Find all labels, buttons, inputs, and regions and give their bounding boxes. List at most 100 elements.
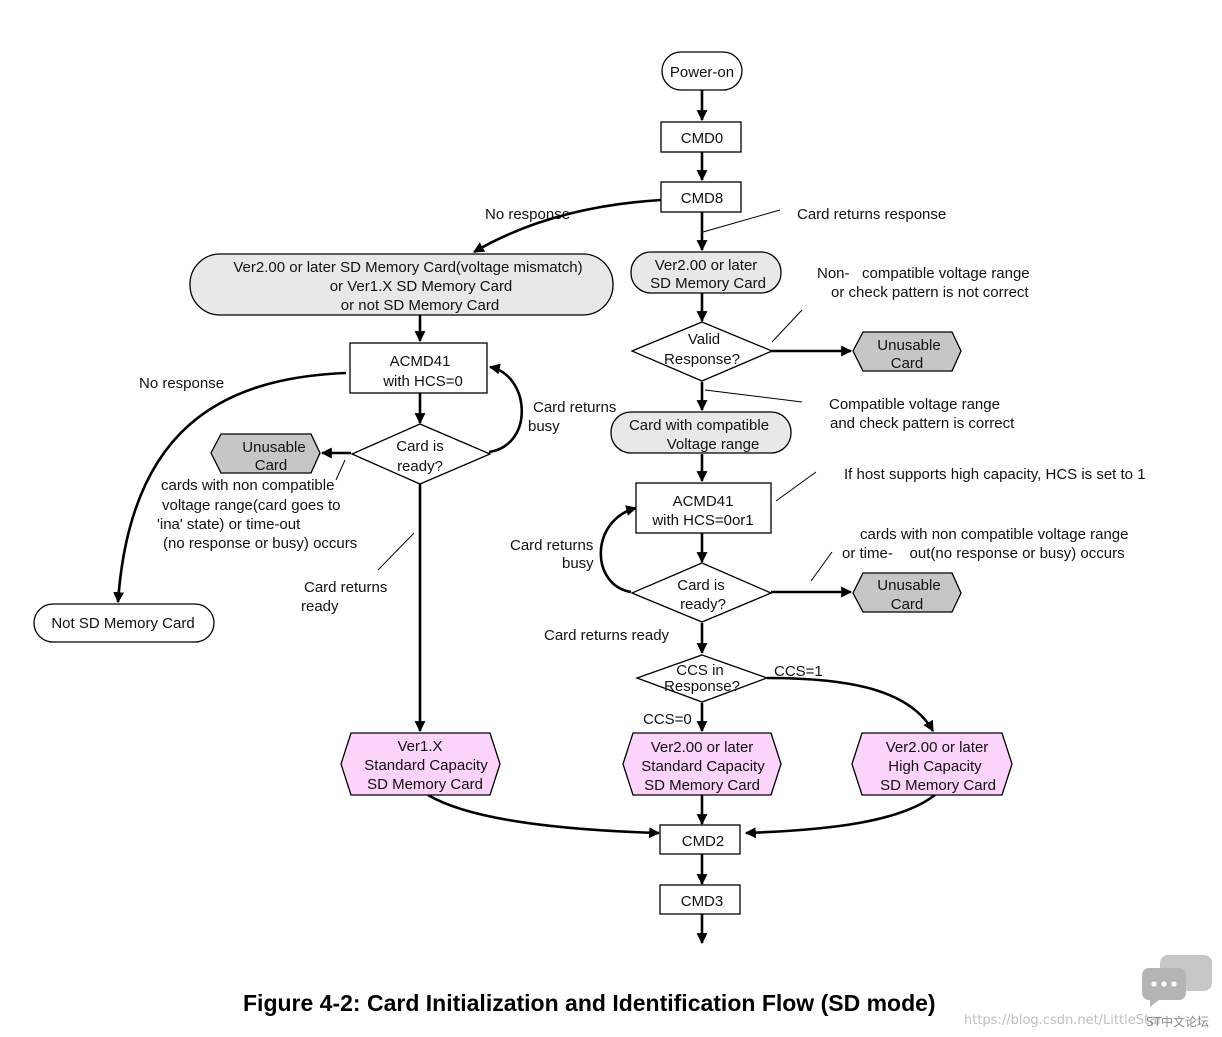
ver2std-line-2: Standard Capacity [641,758,765,775]
mismatch-line-3: or not SD Memory Card [341,297,499,314]
label-ccs0: CCS=0 [643,711,692,728]
ver2-card-line-2: SD Memory Card [650,275,766,292]
node-power-on: Power-on [661,51,743,91]
label-noncompat-left-4: (no response or busy) occurs [163,535,357,552]
not-sd-label: Not SD Memory Card [51,615,194,632]
ccs-line-2: Response? [664,678,740,695]
label-ready-left-1: Card returns [304,579,387,596]
unusable-2-line-2: Card [255,457,288,474]
node-card-ready-left: Card is ready? [350,423,492,485]
acmd41-hcs0-line-2: with HCS=0 [382,373,463,390]
ver1x-line-1: Ver1.X [397,738,442,755]
label-no-response-cmd8: No response [485,206,570,223]
node-unusable-3: Unusable Card [852,572,962,613]
ver2high-line-3: SD Memory Card [880,777,996,794]
arrow-ccs1 [766,676,935,732]
cmd3-label: CMD3 [681,893,724,910]
arrow-ver2high-cmd2 [744,793,936,839]
node-ver2-std: Ver2.00 or later Standard Capacity SD Me… [622,732,782,796]
ready-right-line-1: Card is [677,577,725,594]
node-cmd3: CMD3 [659,884,741,915]
watermark-url: https://blog.csdn.net/LittleStar [964,1013,1163,1028]
label-noncompat-left-1: cards with non compatible [161,477,334,494]
acmd41-hcs01-line-1: ACMD41 [673,493,734,510]
leader-ready-left [377,532,415,571]
acmd41-hcs01-line-2: with HCS=0or1 [651,512,753,529]
arrow-busy-loop-left [488,363,523,454]
node-card-ready-right: Card is ready? [630,562,773,623]
label-non-compatible-2: or check pattern is not correct [831,284,1029,301]
node-unusable-2: Unusable Card [210,433,321,474]
acmd41-hcs0-line-1: ACMD41 [390,353,451,370]
unusable-1-line-1: Unusable [877,337,940,354]
node-not-sd: Not SD Memory Card [33,603,215,643]
node-cmd2: CMD2 [659,824,741,855]
flow-connectors [113,90,936,945]
mismatch-line-1: Ver2.00 or later SD Memory Card(voltage … [233,259,582,276]
label-noncompat-right-2: or time- out(no response or busy) occurs [842,545,1125,562]
ver2high-line-2: High Capacity [888,758,982,775]
callout-leaders [335,209,833,582]
ver2std-line-3: SD Memory Card [644,777,760,794]
unusable-1-line-2: Card [891,355,924,372]
label-hcs-note: If host supports high capacity, HCS is s… [844,466,1146,483]
node-ver1x-std: Ver1.X Standard Capacity SD Memory Card [340,732,501,796]
cmd2-label: CMD2 [682,833,725,850]
leader-card-returns-response [702,209,781,233]
node-acmd41-hcs01: ACMD41 with HCS=0or1 [635,482,772,534]
leader-non-compatible [771,309,803,343]
label-non-compatible-1: Non- compatible voltage range [817,265,1030,282]
ver2high-line-1: Ver2.00 or later [886,739,989,756]
node-ver2-high: Ver2.00 or later High Capacity SD Memory… [851,732,1013,796]
ver2std-line-1: Ver2.00 or later [651,739,754,756]
valid-line-1: Valid [688,331,720,348]
leader-hcs [775,471,817,502]
unusable-3-line-2: Card [891,596,924,613]
watermark: https://blog.csdn.net/LittleStar ST中文论坛 [964,955,1212,1029]
unusable-3-line-1: Unusable [877,577,940,594]
node-valid-response: Valid Response? [630,321,774,382]
compatible-line-1: Card with compatible [629,417,769,434]
leader-noncompat-right [810,551,833,582]
arrow-noresponse-notsd [113,371,347,604]
label-busy-right-1: Card returns [510,537,593,554]
label-ccs1: CCS=1 [774,663,823,680]
label-ready-right: Card returns ready [544,627,670,644]
mismatch-line-2: or Ver1.X SD Memory Card [330,278,513,295]
ready-right-line-2: ready? [680,596,726,613]
node-ver2-mismatch: Ver2.00 or later SD Memory Card(voltage … [189,253,614,316]
node-unusable-1: Unusable Card [852,331,962,372]
compatible-line-2: Voltage range [667,436,760,453]
label-noncompat-left-2: voltage range(card goes to [162,497,340,514]
label-noncompat-right-1: cards with non compatible voltage range [860,526,1129,543]
label-busy-right-2: busy [562,555,594,572]
leader-compatible [704,389,803,403]
label-noncompat-left-3: 'ina' state) or time-out [157,516,301,533]
figure-caption: Figure 4-2: Card Initialization and Iden… [243,990,936,1016]
annotations: No response Card returns response Non- c… [139,206,1146,728]
ver1x-line-2: Standard Capacity [364,757,488,774]
label-busy-left-2: busy [528,418,560,435]
ver2-card-line-1: Ver2.00 or later [655,257,758,274]
node-compatible-card: Card with compatible Voltage range [610,411,792,454]
arrow-busy-loop-right [599,505,638,594]
label-card-returns-response: Card returns response [797,206,946,223]
watermark-forum: ST中文论坛 [1146,1014,1209,1029]
ccs-line-1: CCS in [676,662,724,679]
label-busy-left-1: Card returns [533,399,616,416]
valid-line-2: Response? [664,351,740,368]
ver1x-line-3: SD Memory Card [367,776,483,793]
arrow-ver1x-cmd2 [427,793,661,839]
node-ver2-card: Ver2.00 or later SD Memory Card [630,251,782,294]
label-ready-left-2: ready [301,598,339,615]
power-on-label: Power-on [670,64,734,81]
ready-left-line-2: ready? [397,458,443,475]
node-ccs-response: CCS in Response? [635,654,769,703]
leader-noncompat-left [335,459,346,481]
label-no-response-acmd: No response [139,375,224,392]
arrow-cmd8-noresponse [473,198,662,254]
unusable-2-line-1: Unusable [242,439,305,456]
ready-left-line-1: Card is [396,438,444,455]
cmd8-label: CMD8 [681,190,724,207]
